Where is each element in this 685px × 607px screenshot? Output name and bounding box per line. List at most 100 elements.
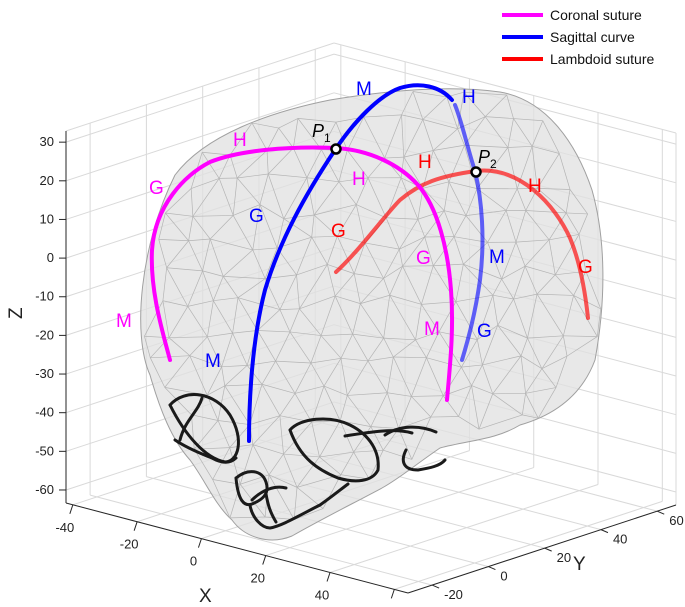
mesh-edge bbox=[283, 218, 312, 238]
mesh-edge bbox=[188, 238, 211, 242]
z-tick-label: -30 bbox=[35, 366, 54, 381]
mesh-edge bbox=[421, 304, 440, 332]
mesh-edge bbox=[461, 339, 478, 368]
mesh-edge bbox=[319, 451, 354, 458]
mesh-edge bbox=[578, 234, 587, 272]
mesh-edge bbox=[492, 393, 523, 416]
mesh-edge bbox=[393, 356, 412, 397]
mesh-edge bbox=[229, 424, 250, 448]
y-tick-label: 60 bbox=[669, 513, 683, 528]
legend: Coronal suture Sagittal curve Lambdoid s… bbox=[502, 7, 655, 67]
mesh-edge bbox=[513, 293, 538, 300]
mesh-edge bbox=[412, 91, 447, 98]
mesh-edge bbox=[158, 239, 167, 268]
mesh-edge bbox=[313, 181, 340, 216]
mesh-edge bbox=[289, 331, 322, 336]
coronal-label-m-left: M bbox=[116, 311, 132, 332]
mesh-edge bbox=[386, 356, 394, 393]
mesh-edge bbox=[335, 295, 361, 304]
sagittal-label-m-back: M bbox=[489, 247, 505, 268]
mesh-edge bbox=[321, 333, 353, 336]
mesh-edge bbox=[513, 298, 528, 339]
mesh-edge bbox=[338, 177, 369, 183]
mesh-edge bbox=[352, 333, 369, 362]
mesh-edge bbox=[149, 357, 166, 388]
mesh-edge bbox=[352, 333, 384, 339]
mesh-edge bbox=[283, 214, 315, 220]
mesh-edge bbox=[267, 173, 285, 219]
z-tick-label: 30 bbox=[40, 134, 54, 149]
mesh-edge bbox=[398, 428, 413, 460]
mesh-edge bbox=[283, 453, 298, 488]
mesh-edge bbox=[294, 362, 312, 394]
mesh-edge bbox=[403, 150, 434, 158]
mesh-edge bbox=[168, 337, 191, 356]
mesh-edge bbox=[411, 357, 427, 397]
mesh-edge bbox=[319, 456, 342, 475]
mesh-edge bbox=[554, 274, 574, 296]
mesh-edge bbox=[187, 270, 203, 307]
mesh-edge bbox=[294, 393, 313, 423]
mesh-edge bbox=[422, 96, 447, 120]
axes bbox=[59, 131, 677, 599]
mesh-edge bbox=[212, 479, 231, 519]
mesh-edge bbox=[426, 331, 440, 358]
mesh-edge bbox=[501, 278, 514, 300]
mesh-edge bbox=[549, 234, 580, 241]
mesh-edge bbox=[536, 293, 564, 336]
mesh-edge bbox=[527, 337, 543, 369]
mesh-edge bbox=[457, 128, 465, 146]
nasal-curve bbox=[383, 425, 438, 437]
mesh-edge bbox=[322, 474, 342, 509]
mesh-edge bbox=[297, 118, 322, 150]
mesh-edge bbox=[232, 333, 248, 366]
mesh-edge bbox=[275, 360, 311, 364]
mesh-edge bbox=[310, 357, 342, 364]
mesh-edge bbox=[403, 119, 424, 158]
mesh-edge bbox=[360, 303, 384, 339]
mesh-edge bbox=[306, 177, 339, 183]
mesh-edge bbox=[387, 392, 412, 397]
mesh-edge bbox=[353, 451, 370, 480]
mesh-edge bbox=[289, 308, 300, 333]
mesh-edge bbox=[327, 264, 336, 297]
mesh-edge bbox=[401, 114, 423, 120]
mesh-edge bbox=[223, 276, 266, 279]
mesh-edge bbox=[541, 355, 568, 370]
mesh-edge bbox=[541, 368, 557, 388]
mesh-edge bbox=[368, 450, 384, 480]
mesh-edge bbox=[354, 273, 384, 279]
mesh-edge bbox=[515, 210, 527, 243]
mesh-edge bbox=[537, 153, 560, 189]
mesh-edge bbox=[266, 127, 279, 151]
mesh-edge bbox=[237, 173, 269, 179]
mesh-edge bbox=[484, 116, 509, 148]
mesh-edge bbox=[144, 300, 164, 337]
y-tick-label: 20 bbox=[557, 550, 571, 565]
mesh-edge bbox=[337, 235, 366, 244]
mesh-edge bbox=[521, 393, 526, 415]
mesh-edge bbox=[323, 358, 342, 387]
mesh-edge bbox=[213, 300, 233, 334]
mesh-edge bbox=[497, 324, 528, 339]
mesh-edge bbox=[432, 236, 455, 266]
mesh-edge bbox=[492, 278, 502, 296]
mesh-edge bbox=[283, 421, 312, 455]
mesh-edge bbox=[192, 216, 211, 240]
mesh-edge bbox=[190, 188, 194, 217]
lambdoid-label-h-right: H bbox=[528, 176, 542, 197]
mesh-edge bbox=[400, 177, 419, 220]
x-tick-label: 20 bbox=[250, 571, 264, 586]
mesh-edge bbox=[294, 385, 325, 394]
mesh-edge bbox=[562, 335, 568, 357]
mesh-edge bbox=[446, 96, 458, 129]
coronal-label-h-left: H bbox=[233, 130, 247, 151]
z-axis-label: Z bbox=[6, 307, 27, 319]
mesh-edge bbox=[340, 358, 348, 396]
mesh-edge bbox=[426, 357, 444, 396]
mesh-edge bbox=[261, 383, 296, 394]
mesh-edge bbox=[421, 265, 434, 305]
mesh-edge bbox=[524, 239, 550, 267]
legend-label-lambdoid: Lambdoid suture bbox=[550, 51, 655, 67]
mesh-edge bbox=[306, 177, 315, 216]
